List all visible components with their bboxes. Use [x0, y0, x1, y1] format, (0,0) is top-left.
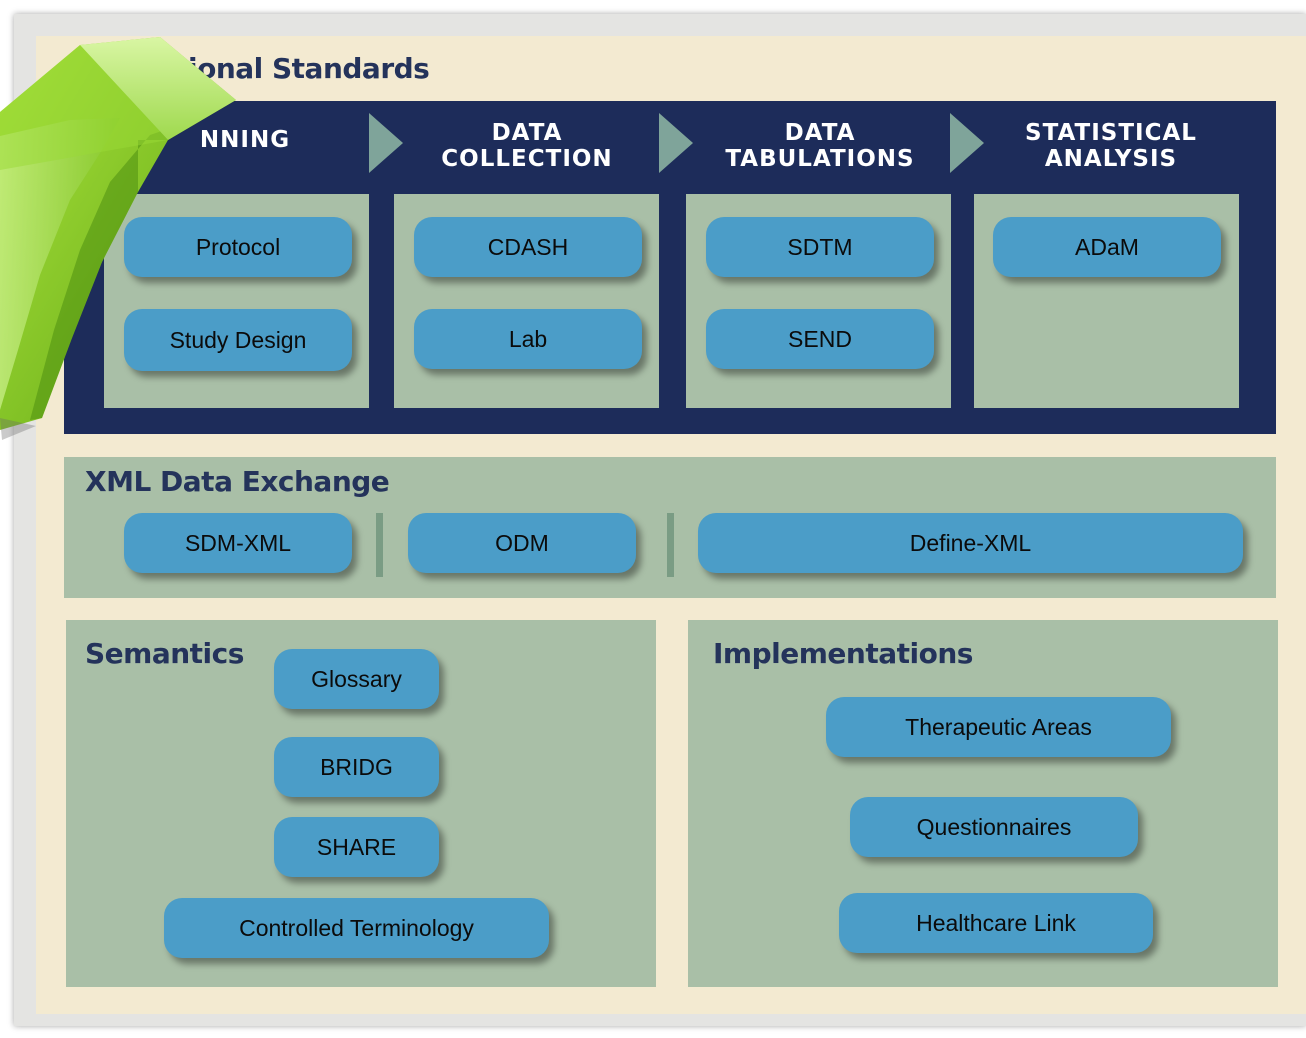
phase-data-collection-label: DATA COLLECTION	[441, 120, 613, 172]
questionnaires-button[interactable]: Questionnaires	[850, 797, 1138, 857]
green-ribbon-icon	[0, 37, 236, 440]
send-button[interactable]: SEND	[706, 309, 934, 369]
implementations-title: Implementations	[713, 637, 973, 670]
controlled-terminology-button[interactable]: Controlled Terminology	[164, 898, 549, 958]
bridg-button[interactable]: BRIDG	[274, 737, 439, 797]
study-design-button[interactable]: Study Design	[124, 309, 352, 371]
lab-button[interactable]: Lab	[414, 309, 642, 369]
phase-arrow-icon	[369, 113, 403, 173]
sdm-xml-button[interactable]: SDM-XML	[124, 513, 352, 573]
phase-data-tabulations-label: DATA TABULATIONS	[725, 120, 915, 172]
phase-arrow-icon	[659, 113, 693, 173]
healthcare-link-button[interactable]: Healthcare Link	[839, 893, 1153, 953]
foundational-standards-title: ional Standards	[188, 52, 430, 85]
share-button[interactable]: SHARE	[274, 817, 439, 877]
phase-arrow-icon	[950, 113, 984, 173]
define-xml-button[interactable]: Define-XML	[698, 513, 1243, 573]
separator	[667, 513, 674, 577]
odm-button[interactable]: ODM	[408, 513, 636, 573]
glossary-button[interactable]: Glossary	[274, 649, 439, 709]
sdtm-button[interactable]: SDTM	[706, 217, 934, 277]
phase-statistical-analysis-label: STATISTICAL ANALYSIS	[1025, 120, 1197, 172]
adam-button[interactable]: ADaM	[993, 217, 1221, 277]
therapeutic-areas-button[interactable]: Therapeutic Areas	[826, 697, 1171, 757]
separator	[376, 513, 383, 577]
protocol-button[interactable]: Protocol	[124, 217, 352, 277]
semantics-title: Semantics	[85, 637, 244, 670]
phase-planning-label: NNING	[199, 127, 291, 153]
cdash-button[interactable]: CDASH	[414, 217, 642, 277]
xml-data-exchange-title: XML Data Exchange	[85, 465, 390, 498]
